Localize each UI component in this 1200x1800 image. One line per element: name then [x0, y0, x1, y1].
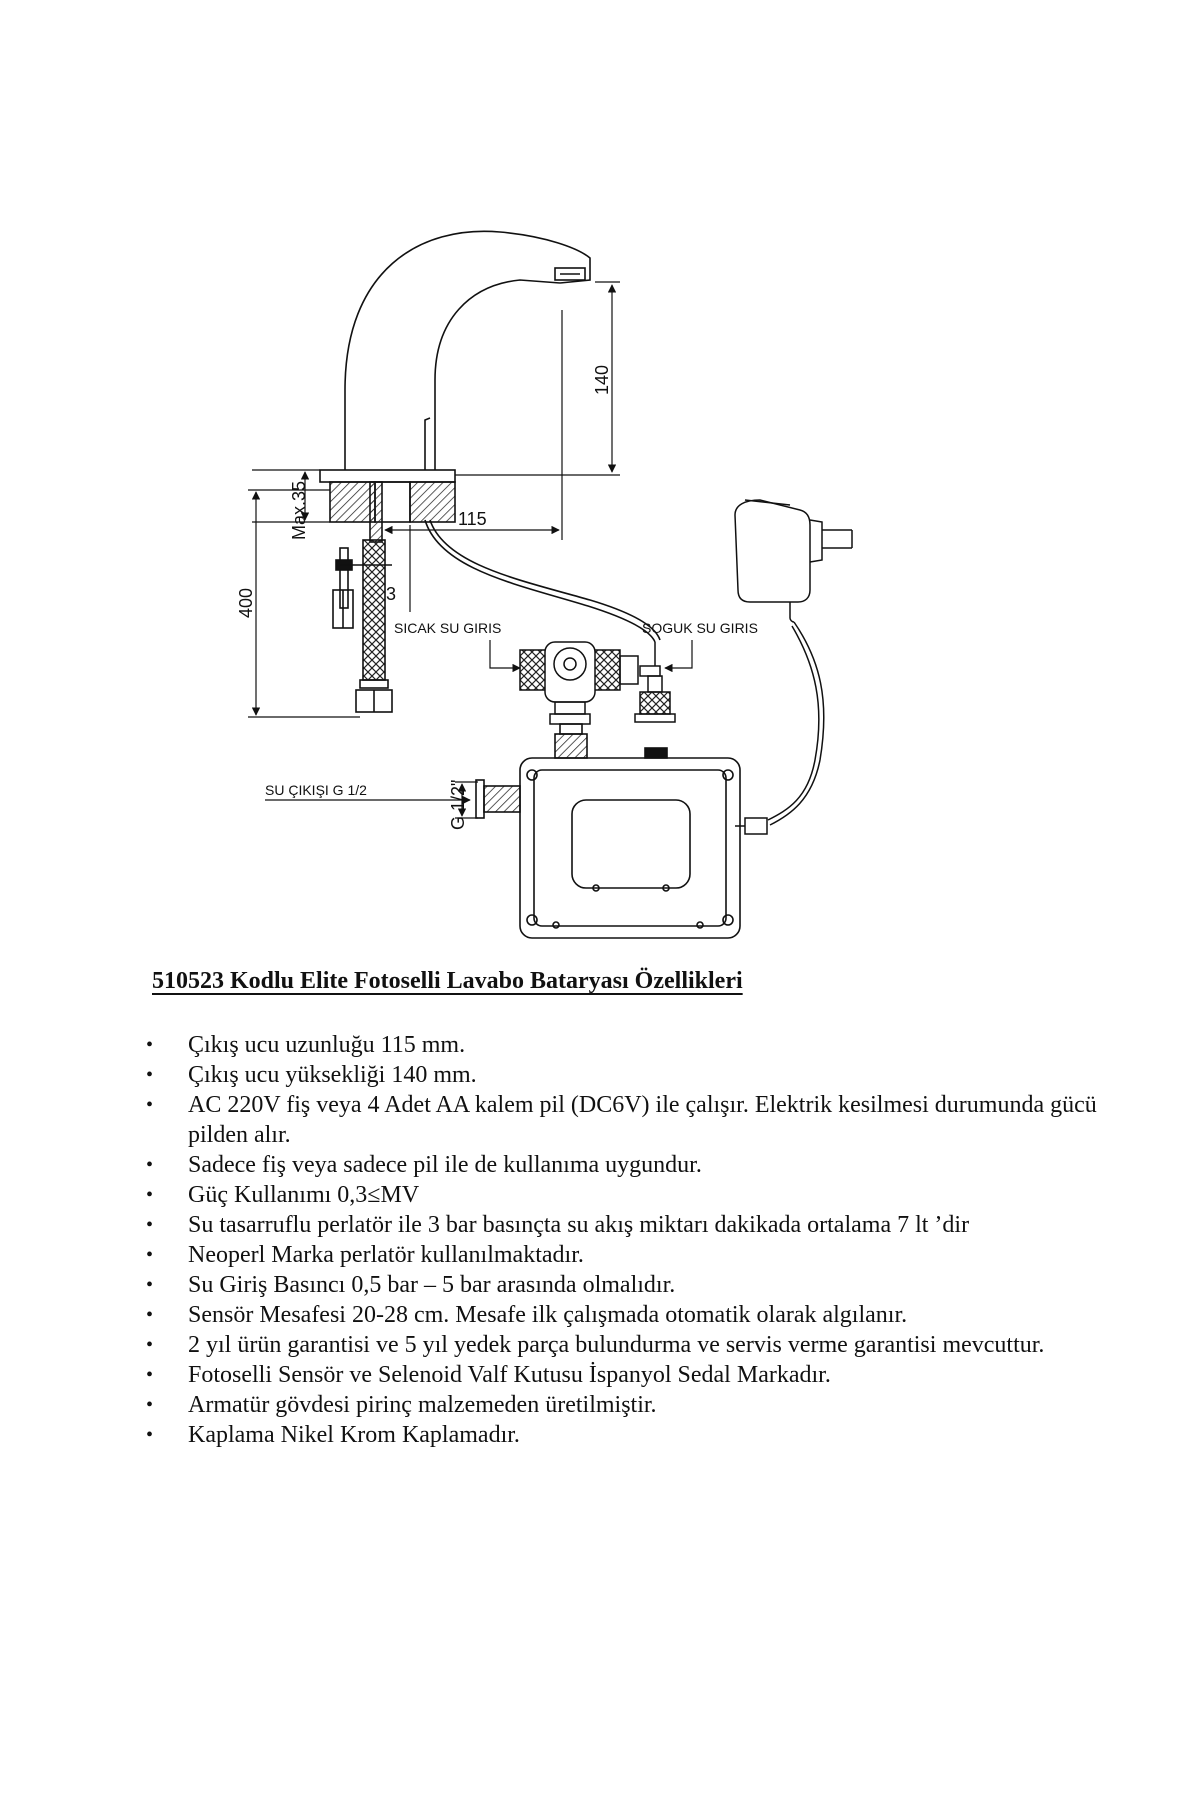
control-box	[475, 723, 741, 939]
inlet-leader-lines	[489, 640, 693, 673]
dim-140-label: 140	[592, 365, 612, 395]
dimension-140	[455, 281, 620, 476]
dimension-max35	[252, 469, 330, 523]
technical-drawing: 140 115 Max.35 400 3 SICAK SU GIRIS SOGU…	[236, 230, 853, 939]
dimension-400	[248, 489, 360, 718]
bullet-icon: •	[146, 1334, 154, 1356]
bullet-icon: •	[146, 1064, 154, 1086]
list-item: •Sadece fiş veya sadece pil ile de kulla…	[146, 1152, 702, 1178]
list-item: •Fotoselli Sensör ve Selenoid Valf Kutus…	[146, 1362, 831, 1388]
power-adapter	[734, 499, 853, 835]
bullet-icon: •	[146, 1154, 154, 1176]
spec-title: 510523 Kodlu Elite Fotoselli Lavabo Bata…	[152, 968, 743, 994]
dim-3-label: 3	[386, 584, 396, 604]
list-item: •Armatür gövdesi pirinç malzemeden üreti…	[146, 1392, 657, 1418]
list-item: •Neoperl Marka perlatör kullanılmaktadır…	[146, 1242, 584, 1268]
bullet-icon: •	[146, 1184, 154, 1206]
list-item: •Su Giriş Basıncı 0,5 bar – 5 bar arasın…	[146, 1272, 676, 1298]
list-item: •2 yıl ürün garantisi ve 5 yıl yedek par…	[146, 1332, 1045, 1358]
mixing-valve	[519, 641, 676, 725]
faucet-body	[319, 230, 661, 713]
bullet-icon: •	[146, 1364, 154, 1386]
bullet-icon: •	[146, 1214, 154, 1236]
dim-400-label: 400	[236, 588, 256, 618]
dim-g12-label: G 1/2"	[448, 780, 468, 830]
bullet-icon: •	[146, 1394, 154, 1416]
spec-list: •Çıkış ucu uzunluğu 115 mm. •Çıkış ucu y…	[140, 1030, 1120, 1450]
cold-water-inlet-label: SOGUK SU GIRIS	[642, 620, 758, 636]
bullet-icon: •	[146, 1034, 154, 1056]
bullet-icon: •	[146, 1424, 154, 1446]
list-item: •Çıkış ucu yüksekliği 140 mm.	[146, 1062, 477, 1088]
list-item: •Su tasarruflu perlatör ile 3 bar basınç…	[146, 1212, 970, 1238]
hot-water-inlet-label: SICAK SU GIRIS	[394, 620, 501, 636]
water-outlet-label: SU ÇIKIŞI G 1/2	[265, 782, 367, 798]
list-item: •Güç Kullanımı 0,3≤MV	[146, 1182, 420, 1208]
outlet-leader	[265, 781, 478, 819]
bullet-icon: •	[146, 1094, 154, 1116]
dim-115-label: 115	[458, 509, 487, 529]
dimension-115	[384, 310, 563, 540]
dim-max35-label: Max.35	[289, 481, 309, 540]
list-item: •Kaplama Nikel Krom Kaplamadır.	[146, 1422, 520, 1448]
list-item: •Sensör Mesafesi 20-28 cm. Mesafe ilk ça…	[146, 1302, 908, 1328]
bullet-icon: •	[146, 1244, 154, 1266]
list-item: •AC 220V fiş veya 4 Adet AA kalem pil (D…	[146, 1092, 1097, 1148]
list-item: •Çıkış ucu uzunluğu 115 mm.	[146, 1032, 466, 1058]
bullet-icon: •	[146, 1304, 154, 1326]
bullet-icon: •	[146, 1274, 154, 1296]
